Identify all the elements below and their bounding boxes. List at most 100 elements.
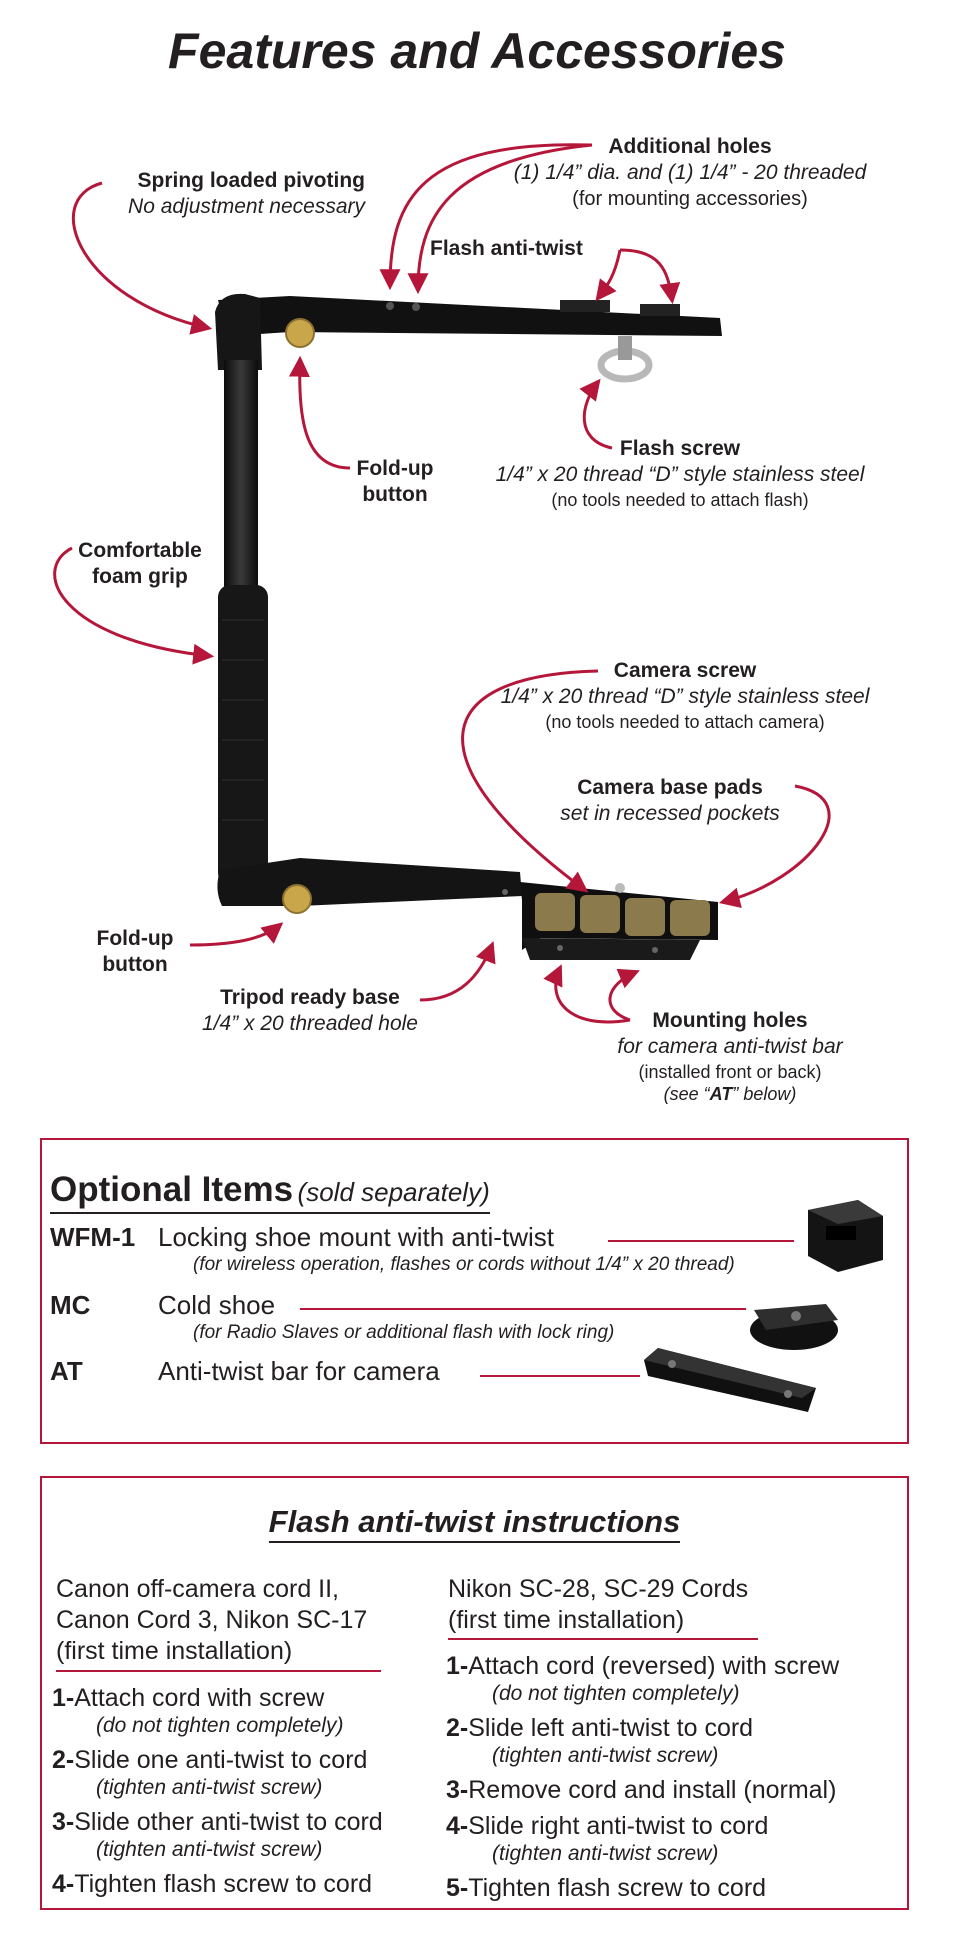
step-text: Attach cord with screw — [74, 1684, 325, 1712]
left-head-line3: (first time installation) — [56, 1637, 293, 1665]
callout-camera-screw: Camera screw 1/4” x 20 thread “D” style … — [465, 658, 905, 733]
leader-line — [480, 1375, 640, 1377]
pivot-head — [215, 293, 262, 370]
callout-flash-screw-note: 1/4” x 20 thread “D” style stainless ste… — [495, 463, 865, 487]
instructions-heading-text: Flash anti-twist instructions — [268, 1504, 681, 1543]
callout-flash-anti-twist: Flash anti-twist — [430, 236, 583, 262]
vertical-post — [224, 360, 258, 600]
right-column-heading: Nikon SC-28, SC-29 Cords (first time ins… — [448, 1574, 748, 1636]
callout-holes-note: (1) 1/4” dia. and (1) 1/4” - 20 threaded — [513, 161, 867, 185]
item-note: (for Radio Slaves or additional flash wi… — [193, 1322, 615, 1343]
callout-arrows — [53, 143, 831, 1024]
lower-pivot — [217, 858, 522, 906]
callout-spring-note: No adjustment necessary — [128, 195, 365, 219]
camera-screw — [615, 883, 625, 893]
at-image — [644, 1348, 816, 1412]
right-step-2-note: (tighten anti-twist screw) — [492, 1744, 719, 1767]
callout-spring-title: Spring loaded pivoting — [137, 169, 366, 192]
item-note: (for wireless operation, flashes or cord… — [193, 1254, 735, 1275]
callout-flash-screw: Flash screw 1/4” x 20 thread “D” style s… — [455, 436, 905, 511]
step-num: 2- — [52, 1746, 75, 1774]
right-step-3: 3-Remove cord and install (normal) — [446, 1776, 836, 1805]
left-step-4: 4-Tighten flash screw to cord — [52, 1870, 372, 1899]
callout-see-code: AT — [709, 1084, 733, 1104]
step-text: Tighten flash screw to cord — [468, 1874, 767, 1902]
instructions-heading: Flash anti-twist instructions — [42, 1504, 907, 1543]
top-arm — [218, 296, 722, 336]
left-column-heading: Canon off-camera cord II, Canon Cord 3, … — [56, 1574, 367, 1667]
callout-fold-up-top: Fold-up button — [340, 456, 450, 509]
wfm1-image — [808, 1200, 883, 1272]
callout-tripod-title: Tripod ready base — [220, 986, 400, 1009]
step-num: 4- — [52, 1870, 75, 1898]
callout-mounting-see: (see “AT” below) — [575, 1083, 885, 1106]
callout-foam-grip: Comfortable foam grip — [60, 538, 220, 591]
foam-grip — [218, 585, 268, 885]
optional-item-at: AT Anti-twist bar for camera — [50, 1356, 890, 1396]
step-text: Slide right anti-twist to cord — [468, 1812, 769, 1840]
right-step-4-note: (tighten anti-twist screw) — [492, 1842, 719, 1865]
item-desc: Locking shoe mount with anti-twist — [158, 1222, 554, 1252]
left-step-2: 2-Slide one anti-twist to cord — [52, 1746, 367, 1775]
fold-up-button-top — [285, 318, 315, 348]
callout-camera-screw-small: (no tools needed to attach camera) — [545, 711, 825, 732]
callout-grip-line1: Comfortable — [78, 539, 202, 562]
flash-screw — [597, 336, 653, 383]
callout-foldup-bottom-line1: Fold-up — [96, 927, 174, 950]
callout-additional-holes: Additional holes (1) 1/4” dia. and (1) 1… — [470, 134, 910, 212]
left-step-1: 1-Attach cord with screw — [52, 1684, 324, 1713]
callout-pads-title: Camera base pads — [577, 776, 763, 799]
callout-foldup-top-line2: button — [362, 483, 428, 507]
step-text: Slide other anti-twist to cord — [74, 1808, 383, 1836]
fold-up-button-bottom — [282, 884, 312, 914]
leader-line — [300, 1308, 746, 1310]
step-text: Slide left anti-twist to cord — [468, 1714, 754, 1742]
callout-see-post: ” below) — [732, 1084, 797, 1104]
right-step-1: 1-Attach cord (reversed) with screw — [446, 1652, 839, 1681]
step-num: 5- — [446, 1874, 469, 1902]
optional-items-panel: Optional Items (sold separately) WFM-1 L… — [40, 1138, 909, 1444]
step-num: 1- — [446, 1652, 469, 1680]
optional-item-mc: MC Cold shoe (for Radio Slaves or additi… — [50, 1290, 890, 1350]
callout-mounting-title: Mounting holes — [652, 1009, 808, 1032]
callout-flash-screw-small: (no tools needed to attach flash) — [551, 489, 809, 510]
callout-tripod-note: 1/4” x 20 threaded hole — [202, 1012, 418, 1036]
step-num: 1- — [52, 1684, 75, 1712]
callout-spring-loaded: Spring loaded pivoting No adjustment nec… — [60, 168, 365, 221]
step-text: Attach cord (reversed) with screw — [468, 1652, 840, 1680]
right-step-1-note: (do not tighten completely) — [492, 1682, 740, 1705]
left-step-2-note: (tighten anti-twist screw) — [96, 1776, 323, 1799]
callout-mounting-holes: Mounting holes for camera anti-twist bar… — [575, 1008, 885, 1106]
step-num: 4- — [446, 1812, 469, 1840]
optional-items-heading: Optional Items (sold separately) — [50, 1170, 490, 1214]
leader-line — [608, 1240, 794, 1242]
step-num: 3- — [52, 1808, 75, 1836]
left-head-line1: Canon off-camera cord II, — [56, 1575, 340, 1603]
optional-heading-title: Optional Items — [50, 1170, 294, 1209]
left-head-line2: Canon Cord 3, Nikon SC-17 — [56, 1606, 368, 1634]
callout-tripod-base: Tripod ready base 1/4” x 20 threaded hol… — [170, 985, 450, 1038]
callout-see-pre: (see “ — [663, 1084, 710, 1104]
step-num: 3- — [446, 1776, 469, 1804]
item-desc: Anti-twist bar for camera — [158, 1356, 440, 1386]
optional-item-wfm1: WFM-1 Locking shoe mount with anti-twist… — [50, 1222, 890, 1282]
callout-holes-title: Additional holes — [608, 135, 772, 158]
right-step-4: 4-Slide right anti-twist to cord — [446, 1812, 768, 1841]
callout-camera-screw-note: 1/4” x 20 thread “D” style stainless ste… — [500, 685, 870, 709]
right-column-rule — [448, 1638, 758, 1640]
anti-twist-instructions-panel: Flash anti-twist instructions Canon off-… — [40, 1476, 909, 1910]
left-step-3: 3-Slide other anti-twist to cord — [52, 1808, 383, 1837]
callout-mounting-note: for camera anti-twist bar — [617, 1035, 843, 1059]
mc-image — [750, 1304, 838, 1350]
item-code: WFM-1 — [50, 1222, 136, 1252]
optional-heading-note: (sold separately) — [297, 1177, 490, 1207]
right-head-line2: (first time installation) — [448, 1606, 685, 1634]
right-step-2: 2-Slide left anti-twist to cord — [446, 1714, 753, 1743]
left-column-rule — [56, 1670, 381, 1672]
item-desc: Cold shoe — [158, 1290, 276, 1320]
left-step-1-note: (do not tighten completely) — [96, 1714, 344, 1737]
bracket-illustration — [53, 143, 831, 1024]
camera-base-pads — [535, 893, 710, 936]
right-head-line1: Nikon SC-28, SC-29 Cords — [448, 1575, 749, 1603]
callout-holes-small: (for mounting accessories) — [572, 187, 808, 210]
